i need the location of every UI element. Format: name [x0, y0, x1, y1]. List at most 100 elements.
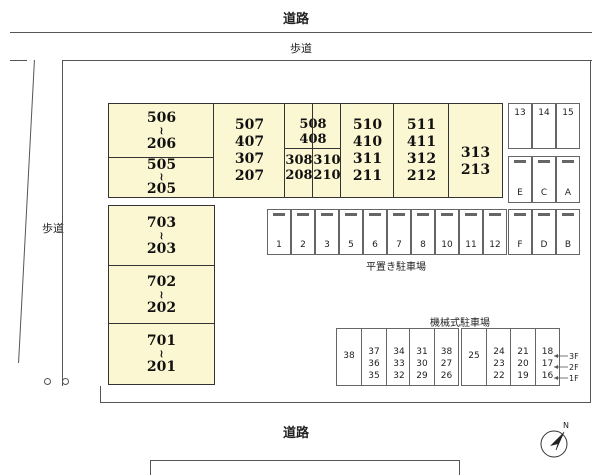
building-508-408: 508 408 [284, 103, 342, 150]
building-702-202: 702 ≀ 202 [108, 265, 215, 325]
building-308-208: 308 208 [284, 148, 314, 198]
unit-label: 701 [146, 332, 177, 349]
floor-label-2f: 2F [569, 363, 579, 372]
marker-circle-2 [62, 378, 69, 385]
left-sidewalk-label: 歩道 [42, 222, 64, 235]
space-number: 30 [416, 359, 428, 369]
parking-space-flat: 12 [483, 209, 507, 255]
unit-label: 506 [146, 109, 177, 126]
building-511-212: 511 411 312 212 [393, 103, 450, 198]
bottom-road-line [150, 460, 151, 475]
space-number: 5 [348, 240, 354, 250]
space-number: B [564, 240, 572, 250]
unit-label: 511 [406, 116, 437, 133]
space-number: 29 [416, 371, 428, 381]
parking-space-flat: 1 [267, 209, 291, 255]
space-number: 18 [541, 347, 554, 357]
range-mark: ≀ [159, 230, 164, 242]
building-506-206: 506 ≀ 206 [108, 103, 215, 159]
unit-label: 411 [406, 133, 437, 150]
building-313-213: 313 213 [448, 103, 503, 198]
space-number: 14 [538, 108, 550, 118]
parking-space-flat: B [556, 209, 580, 255]
parking-space-flat: 11 [459, 209, 483, 255]
unit-label: 410 [352, 133, 383, 150]
mechanical-parking-column: 38 [336, 328, 362, 386]
lot-left-line [62, 60, 63, 386]
space-number: 16 [541, 371, 554, 381]
unit-label: 210 [313, 168, 341, 183]
unit-label: 208 [285, 168, 313, 183]
bottom-road-line-h [150, 460, 460, 461]
space-number: 12 [489, 240, 501, 250]
unit-label: 205 [146, 181, 177, 197]
unit-label: 203 [146, 240, 177, 257]
mechanical-parking-label: 機械式駐車場 [430, 318, 490, 329]
lot-top-line [62, 60, 592, 61]
space-number: E [517, 188, 523, 198]
unit-label: 507 [234, 116, 265, 133]
space-number: 10 [441, 240, 453, 250]
unit-label: 703 [146, 214, 177, 231]
building-310-210: 310 210 [312, 148, 342, 198]
lot-right-line [590, 60, 591, 402]
unit-label: 510 [352, 116, 383, 133]
unit-label: 407 [234, 133, 265, 150]
space-number: 31 [416, 347, 428, 357]
building-701-201: 701 ≀ 201 [108, 323, 215, 385]
parking-space-flat: F [508, 209, 532, 255]
space-number: 15 [562, 108, 574, 118]
mechanical-parking-column: 18 17 16 [535, 328, 560, 386]
unit-label: 312 [406, 150, 437, 167]
space-number: 25 [468, 350, 480, 361]
floor-label-1f: 1F [569, 374, 579, 383]
parking-space-C: C [532, 156, 556, 203]
mechanical-parking-column: 24 23 22 [486, 328, 512, 386]
building-507-207: 507 407 307 207 [213, 103, 286, 198]
parking-space-E: E [508, 156, 532, 203]
top-road-line [10, 32, 592, 33]
unit-label: 307 [234, 150, 265, 167]
unit-label: 206 [146, 135, 177, 152]
mechanical-parking-column: 31 30 29 [409, 328, 435, 386]
unit-label: 311 [352, 150, 383, 167]
unit-label: 202 [146, 299, 177, 316]
mechanical-parking-column: 25 [461, 328, 487, 386]
space-number: 27 [440, 359, 453, 369]
space-number: C [540, 188, 548, 198]
space-number: D [540, 240, 548, 250]
unit-label: 702 [146, 273, 177, 290]
space-number: 26 [440, 371, 453, 381]
space-number: 1 [276, 240, 282, 250]
space-number: 6 [372, 240, 378, 250]
space-number: 3 [324, 240, 330, 250]
unit-label: 505 [146, 157, 177, 173]
space-number: 24 [493, 347, 505, 357]
space-number: 34 [393, 347, 405, 357]
unit-label: 201 [146, 358, 177, 375]
space-number: 19 [517, 371, 529, 381]
space-number: 22 [493, 371, 505, 381]
space-number: A [564, 188, 572, 198]
unit-label: 211 [352, 167, 383, 184]
parking-space-flat: 7 [387, 209, 411, 255]
parking-space-13: 13 [508, 103, 532, 149]
space-number: 37 [368, 347, 380, 357]
space-number: 17 [541, 359, 554, 369]
north-arrow-icon [540, 430, 568, 458]
marker-circle-1 [44, 378, 51, 385]
space-number: 23 [493, 359, 505, 369]
space-number: 11 [465, 240, 477, 250]
space-number: F [517, 240, 523, 250]
parking-space-14: 14 [532, 103, 556, 149]
top-road-label: 道路 [283, 12, 310, 27]
range-mark: ≀ [159, 348, 164, 360]
unit-label: 313 [460, 144, 491, 161]
parking-space-A: A [556, 156, 580, 203]
parking-space-flat: D [532, 209, 556, 255]
range-mark: ≀ [159, 172, 164, 183]
parking-space-flat: 8 [411, 209, 435, 255]
space-number: 35 [368, 371, 380, 381]
